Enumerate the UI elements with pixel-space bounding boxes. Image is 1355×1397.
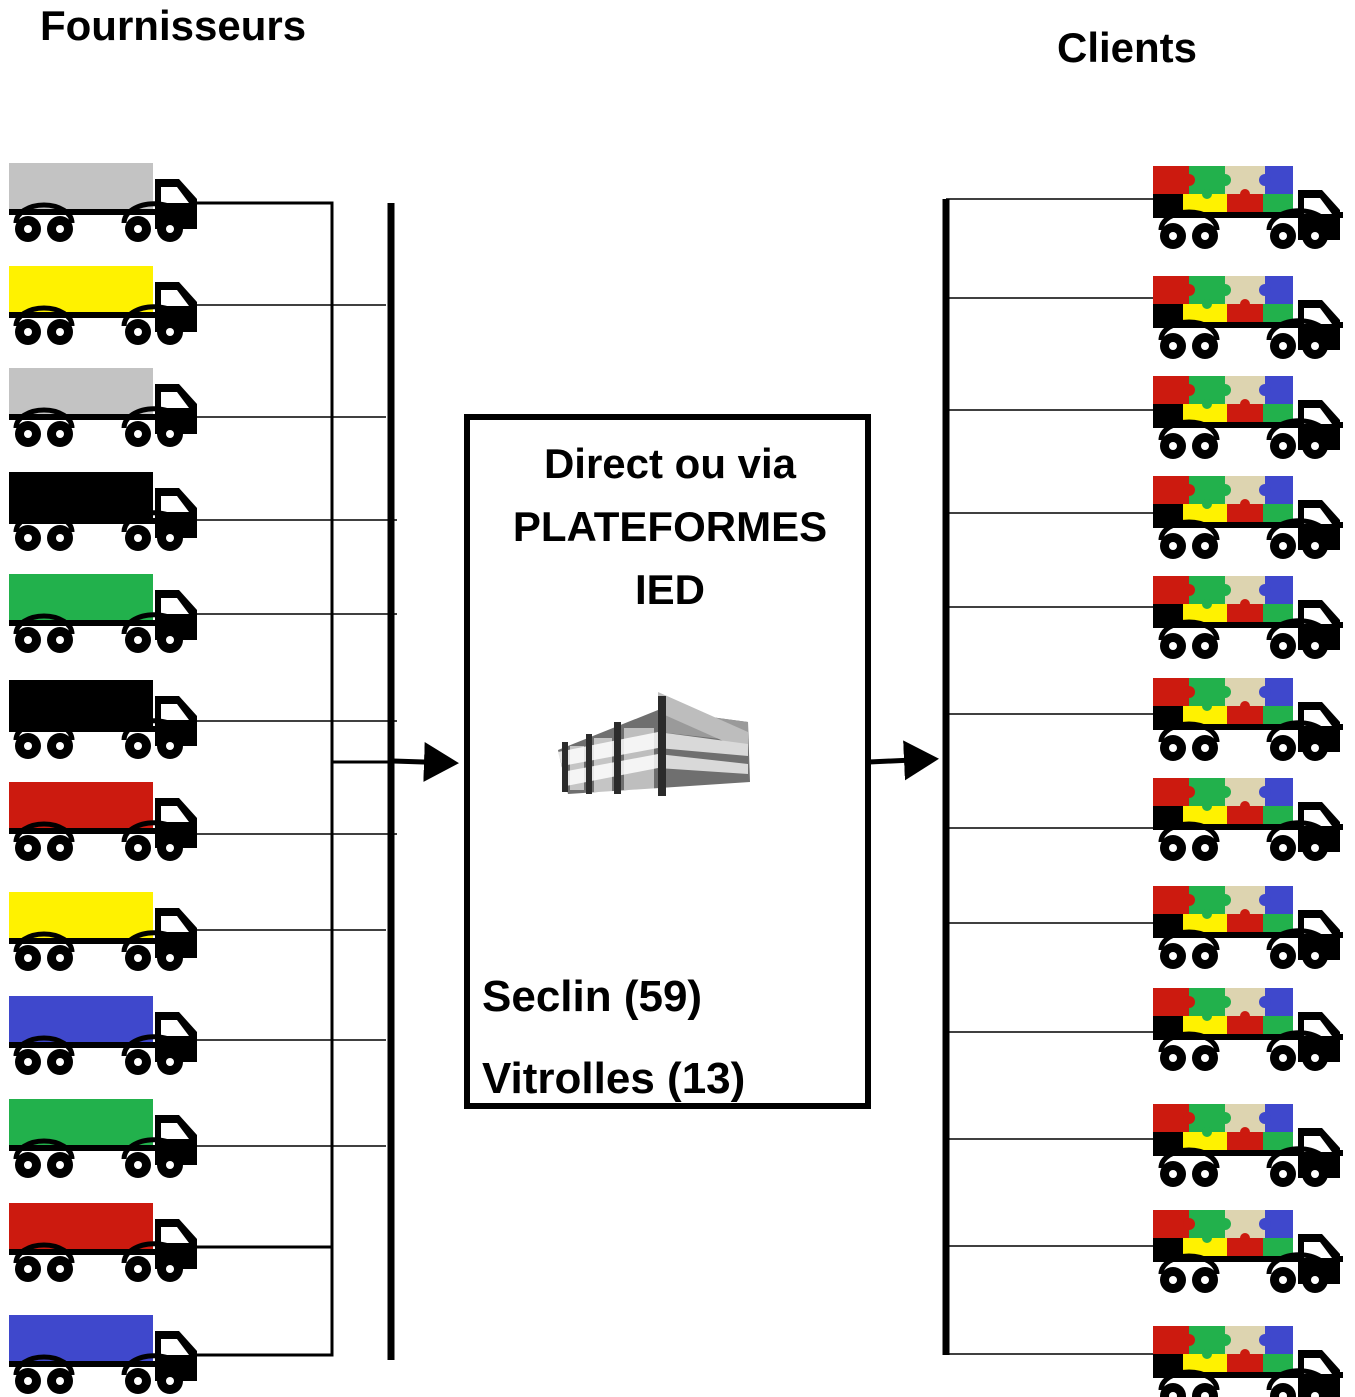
client-truck — [1153, 1104, 1343, 1187]
supplier-bracket — [197, 201, 334, 1357]
client-truck — [1153, 276, 1343, 359]
platform-title-line: PLATEFORMES — [512, 503, 828, 550]
client-truck — [1153, 678, 1343, 761]
arrow-to-platform — [392, 742, 459, 783]
client-connectors — [946, 198, 1153, 1355]
truck-trailer — [9, 163, 153, 209]
supplier-truck — [9, 1315, 197, 1394]
supplier-trucks — [9, 163, 197, 1394]
supplier-truck — [9, 472, 197, 551]
supplier-truck — [9, 1203, 197, 1282]
supplier-truck — [9, 266, 197, 345]
truck-trailer — [9, 680, 153, 726]
platform-title-line: Direct ou via — [543, 440, 797, 487]
truck-trailer — [9, 368, 153, 414]
client-truck — [1153, 886, 1343, 969]
truck-trailer — [9, 266, 153, 312]
client-truck — [1153, 576, 1343, 659]
truck-trailer — [9, 892, 153, 938]
truck-trailer — [9, 996, 153, 1042]
client-truck — [1153, 778, 1343, 861]
supplier-truck — [9, 892, 197, 971]
truck-trailer — [9, 1203, 153, 1249]
supplier-truck — [9, 996, 197, 1075]
client-truck — [1153, 988, 1343, 1071]
client-trucks — [1153, 166, 1343, 1397]
client-truck — [1153, 166, 1343, 249]
supplier-connectors — [197, 304, 397, 1147]
warehouse-building-icon — [558, 692, 750, 796]
site-vitrolles: Vitrolles (13) — [482, 1054, 746, 1103]
supplier-truck — [9, 163, 197, 242]
truck-trailer — [9, 472, 153, 518]
suppliers-heading: Fournisseurs — [40, 2, 307, 49]
clients-heading: Clients — [1057, 24, 1198, 71]
supplier-truck — [9, 680, 197, 759]
supplier-truck — [9, 368, 197, 447]
arrow-to-clients — [868, 740, 939, 781]
supplier-truck — [9, 574, 197, 653]
truck-trailer — [9, 782, 153, 828]
site-seclin: Seclin (59) — [482, 972, 703, 1021]
truck-trailer — [9, 1315, 153, 1361]
client-truck — [1153, 1326, 1343, 1397]
truck-trailer — [9, 1099, 153, 1145]
platform-title: Direct ou via PLATEFORMES IED — [470, 432, 870, 621]
client-truck — [1153, 376, 1343, 459]
supplier-truck — [9, 782, 197, 861]
client-truck — [1153, 476, 1343, 559]
client-truck — [1153, 1210, 1343, 1293]
platform-box — [464, 414, 871, 1109]
platform-title-line: IED — [634, 566, 705, 613]
supplier-truck — [9, 1099, 197, 1178]
truck-trailer — [9, 574, 153, 620]
